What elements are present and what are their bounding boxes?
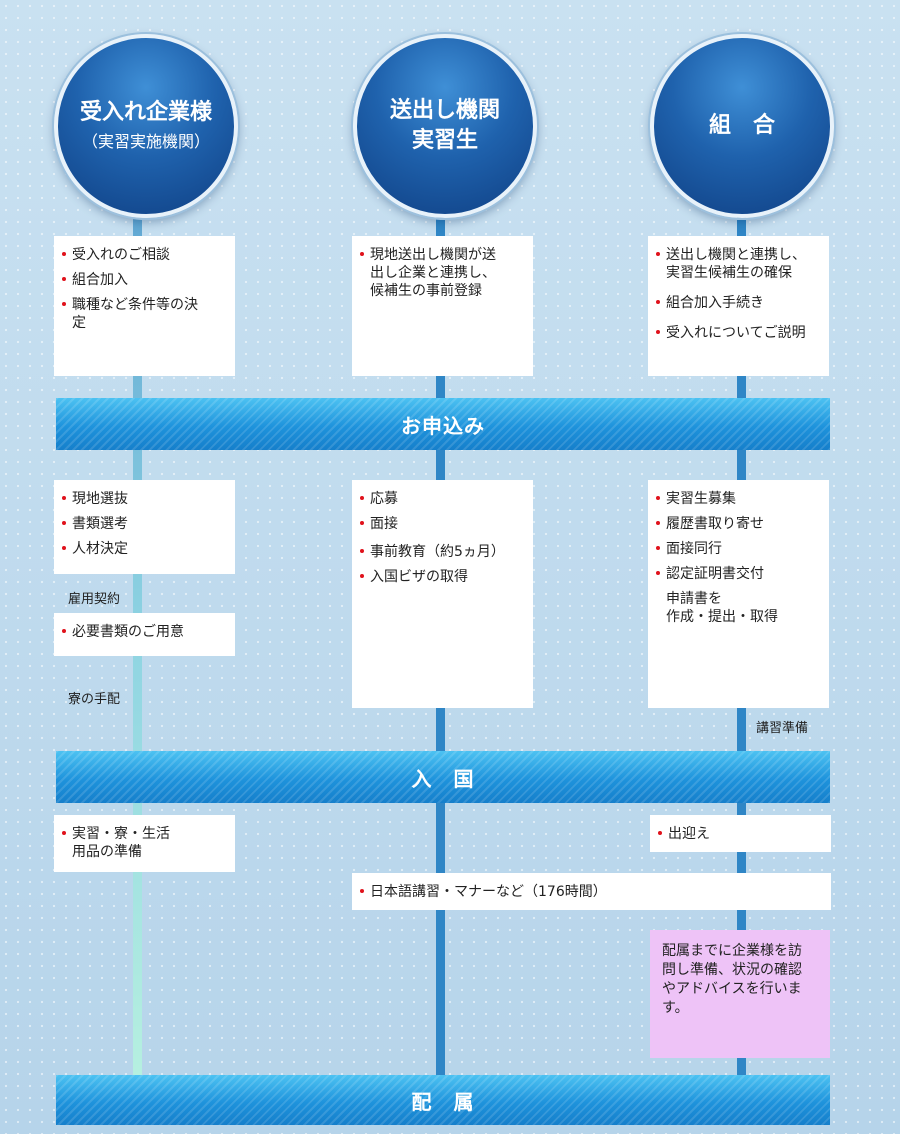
circle-company-title: 受入れ企業様 bbox=[79, 100, 212, 125]
list-item: 事前教育（約5ヵ月） bbox=[360, 543, 525, 561]
union-box-1: 送出し機関と連携し、 実習生候補生の確保 組合加入手続き 受入れについてご説明 bbox=[648, 236, 829, 376]
list-item: 面接同行 bbox=[656, 540, 821, 558]
company-box-4: 実習・寮・生活 用品の準備 bbox=[54, 815, 235, 872]
company-box-2: 現地選抜 書類選考 人材決定 bbox=[54, 480, 235, 574]
list-item: 受入れについてご説明 bbox=[656, 324, 821, 342]
list-item: 実習・寮・生活 用品の準備 bbox=[62, 825, 227, 861]
list-item: 認定証明書交付 bbox=[656, 565, 821, 583]
union-box-4: 配属までに企業様を訪 問し準備、状況の確認 やアドバイスを行いま す。 bbox=[650, 930, 830, 1058]
sender-box-2: 応募 面接 事前教育（約5ヵ月） 入国ビザの取得 bbox=[352, 480, 533, 708]
list-item: 書類選考 bbox=[62, 515, 227, 533]
list-item: 送出し機関と連携し、 実習生候補生の確保 bbox=[656, 246, 821, 282]
circle-sender-title: 送出し機関 実習生 bbox=[389, 98, 500, 153]
list-item: 出迎え bbox=[658, 825, 823, 843]
list-item-sub: 申請書を 作成・提出・取得 bbox=[666, 591, 778, 625]
note-training-prep: 講習準備 bbox=[756, 721, 809, 736]
list-item: 職種など条件等の決 定 bbox=[62, 296, 227, 332]
company-box-1: 受入れのご相談 組合加入 職種など条件等の決 定 bbox=[54, 236, 235, 376]
list-item: 人材決定 bbox=[62, 540, 227, 558]
circle-sender: 送出し機関 実習生 bbox=[353, 34, 537, 218]
list-item: 組合加入 bbox=[62, 271, 227, 289]
note-employment-contract: 雇用契約 bbox=[68, 592, 121, 607]
list-item: 応募 bbox=[360, 490, 525, 508]
sender-box-1: 現地送出し機関が送 出し企業と連携し、 候補生の事前登録 bbox=[352, 236, 533, 376]
note-dorm-arrangement: 寮の手配 bbox=[68, 692, 121, 707]
union-box-3: 出迎え bbox=[650, 815, 831, 852]
list-item: 日本語講習・マナーなど（176時間） bbox=[360, 883, 823, 901]
company-box-3: 必要書類のご用意 bbox=[54, 613, 235, 656]
bar-application: お申込み bbox=[56, 398, 830, 450]
union-box-2: 実習生募集 履歴書取り寄せ 面接同行 認定証明書交付 申請書を 作成・提出・取得 bbox=[648, 480, 829, 708]
circle-company-sub: （実習実施機関） bbox=[81, 132, 210, 151]
list-item: 必要書類のご用意 bbox=[62, 623, 227, 641]
list-item: 受入れのご相談 bbox=[62, 246, 227, 264]
list-item: 現地送出し機関が送 出し企業と連携し、 候補生の事前登録 bbox=[360, 246, 525, 300]
circle-union: 組 合 bbox=[650, 34, 834, 218]
list-item: 組合加入手続き bbox=[656, 294, 821, 312]
bar-assignment: 配 属 bbox=[56, 1075, 830, 1125]
list-item: 実習生募集 bbox=[656, 490, 821, 508]
list-item: 現地選抜 bbox=[62, 490, 227, 508]
sender-box-3: 日本語講習・マナーなど（176時間） bbox=[352, 873, 831, 910]
list-item: 入国ビザの取得 bbox=[360, 568, 525, 586]
circle-union-title: 組 合 bbox=[708, 113, 775, 138]
circle-company: 受入れ企業様 （実習実施機関） bbox=[54, 34, 238, 218]
list-item: 面接 bbox=[360, 515, 525, 533]
list-item: 履歴書取り寄せ bbox=[656, 515, 821, 533]
bar-entry: 入 国 bbox=[56, 751, 830, 803]
